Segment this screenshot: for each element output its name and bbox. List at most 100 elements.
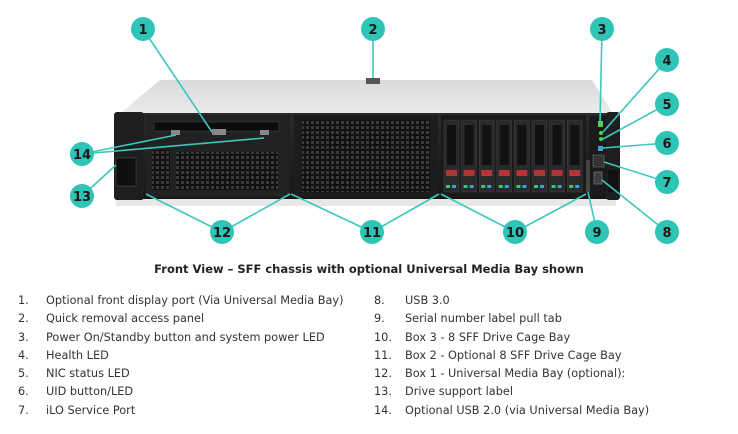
callout-5: 5 <box>655 92 679 116</box>
callout-8: 8 <box>655 220 679 244</box>
callout-circle <box>655 170 679 194</box>
leader-line <box>81 137 265 155</box>
callout-circle <box>361 17 385 41</box>
nic-status-led <box>599 137 603 141</box>
callout-circle <box>131 17 155 41</box>
drive-carrier <box>478 119 495 193</box>
leader-line <box>371 193 440 233</box>
callout-circle <box>655 220 679 244</box>
drive-carrier <box>531 119 548 193</box>
drive-carrier <box>514 119 530 193</box>
callout-4: 4 <box>655 48 679 72</box>
box3-drive-cage-bay <box>441 115 586 197</box>
uid-button-led <box>598 146 603 151</box>
callout-3: 3 <box>590 17 614 41</box>
leader-line <box>145 193 223 233</box>
legend-item: 4. Health LED <box>18 347 343 365</box>
callout-number: 1 <box>138 23 147 38</box>
callout-number: 6 <box>662 137 671 152</box>
legend-number: 12. <box>374 367 392 381</box>
drive-carrier <box>549 119 565 193</box>
legend-item: 7.iLO Service Port <box>18 402 343 420</box>
callout-circle <box>585 220 609 244</box>
callout-number: 4 <box>662 54 671 69</box>
legend-label: Serial number label pull tab <box>405 312 562 326</box>
callout-circle <box>70 184 94 208</box>
legend-item: 12. Box 1 - Universal Media Bay (optional… <box>374 365 649 383</box>
drive-carrier <box>461 119 477 193</box>
leader-line <box>440 193 516 233</box>
callout-number: 7 <box>662 176 671 191</box>
model-badge <box>608 170 618 192</box>
legend-number: 2. <box>18 312 29 326</box>
legend-number: 4. <box>18 348 29 362</box>
legend-item: 14. Optional USB 2.0 (via Universal Media… <box>374 402 649 420</box>
callout-number: 10 <box>506 226 524 241</box>
callout-circle <box>655 48 679 72</box>
ilo-service-port <box>592 154 605 168</box>
legend-item: 3. Power On/Standby button and system pow… <box>18 329 343 347</box>
callout-9: 9 <box>585 220 609 244</box>
box2-vent-grill <box>302 120 430 192</box>
leader-line <box>81 134 177 155</box>
power-button-led <box>598 121 603 127</box>
legend-item: 6.UID button/LED <box>18 383 343 401</box>
usb2-port-left <box>171 130 180 135</box>
figure-caption: Front View – SFF chassis with optional U… <box>154 262 584 276</box>
callout-12: 12 <box>210 220 234 244</box>
legend-label: NIC status LED <box>46 367 130 381</box>
legend-item: 9.Serial number label pull tab <box>374 310 649 328</box>
health-led <box>599 131 603 135</box>
legend-number: 5. <box>18 367 29 381</box>
legend-label: Box 1 - Universal Media Bay (optional): <box>405 367 626 381</box>
leader-line <box>290 193 373 233</box>
callout-number: 5 <box>662 98 671 113</box>
display-port <box>212 129 226 135</box>
media-bay-vent <box>176 152 278 190</box>
legend-number: 14. <box>374 403 392 417</box>
usb2-port-right <box>260 130 269 135</box>
callout-number: 9 <box>592 226 601 241</box>
leader-line <box>601 179 668 233</box>
drive-carrier <box>443 119 460 193</box>
legend-label: Health LED <box>46 348 109 362</box>
leader-line <box>514 193 587 233</box>
legend-number: 7. <box>18 403 29 417</box>
drive-support-label <box>115 157 137 187</box>
callout-7: 7 <box>655 170 679 194</box>
legend-item: 10.Box 3 - 8 SFF Drive Cage Bay <box>374 329 649 347</box>
legend-label: Drive support label <box>405 385 513 399</box>
usb3-port <box>593 171 603 185</box>
legend-label: Optional front display port (Via Univers… <box>46 294 344 307</box>
legend-label: Quick removal access panel <box>46 312 205 326</box>
legend-label: Power On/Standby button and system power… <box>46 330 325 344</box>
leader-line <box>142 28 213 133</box>
callout-circle <box>655 92 679 116</box>
callout-circle <box>210 220 234 244</box>
legend-left-column: 1.Optional front display port (Via Unive… <box>18 292 343 420</box>
callout-6: 6 <box>655 131 679 155</box>
callout-2: 2 <box>361 17 385 41</box>
callout-1: 1 <box>131 17 155 41</box>
legend-number: 3. <box>18 330 29 344</box>
callout-number: 14 <box>73 148 91 163</box>
drive-carrier <box>566 119 583 193</box>
legend-item: 8.USB 3.0 <box>374 292 649 310</box>
callout-14: 14 <box>70 142 94 166</box>
callout-number: 2 <box>368 23 377 38</box>
legend-right-column: 8.USB 3.0 9.Serial number label pull tab… <box>374 292 649 420</box>
legend-item: 5. NIC status LED <box>18 365 343 383</box>
legend-item: 13. Drive support label <box>374 383 649 401</box>
callout-circle <box>655 131 679 155</box>
leader-line <box>599 28 603 124</box>
callout-number: 12 <box>213 226 231 241</box>
legend-number: 11. <box>374 348 392 362</box>
chassis-top-cover <box>116 80 615 117</box>
legend-number: 13. <box>374 385 392 399</box>
callout-number: 3 <box>597 23 606 38</box>
legend-item: 1.Optional front display port (Via Unive… <box>18 292 343 310</box>
legend-label: Optional USB 2.0 (via Universal Media Ba… <box>405 403 650 417</box>
legend-number: 6. <box>18 385 29 399</box>
